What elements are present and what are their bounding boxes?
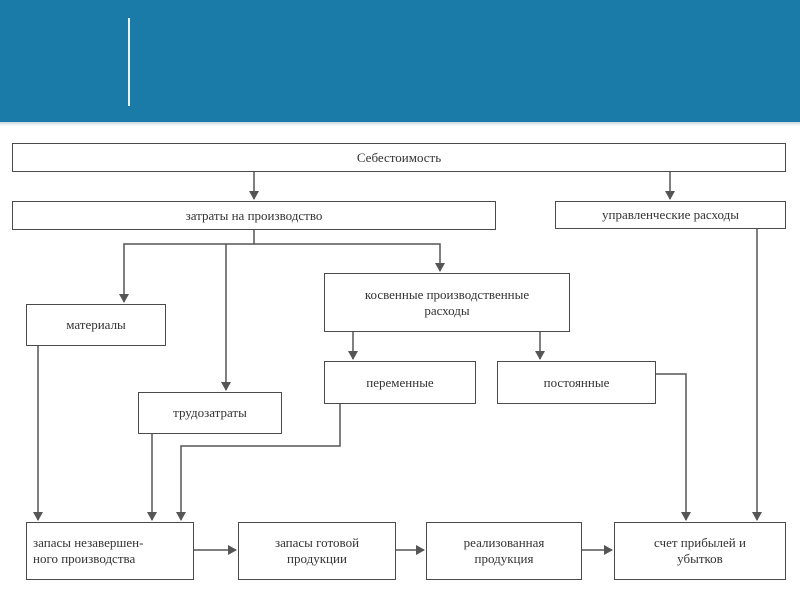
node-wip: запасы незавершен- ного производства	[26, 522, 194, 580]
node-labor-label: трудозатраты	[173, 405, 247, 420]
node-admin-expenses: управленческие расходы	[555, 201, 786, 229]
node-profit-loss: счет прибылей и убытков	[614, 522, 786, 580]
slide-header	[0, 0, 800, 122]
node-cost-label: Себестоимость	[356, 149, 442, 165]
node-finished-goods-label: запасы готовой продукции	[274, 535, 360, 566]
node-variable: переменные	[324, 361, 476, 404]
node-indirect-costs-label: косвенные производственные расходы	[364, 286, 530, 318]
node-variable-label: переменные	[366, 374, 434, 390]
node-sold-goods-label: реализованная продукция	[463, 535, 545, 566]
node-labor: трудозатраты	[138, 392, 282, 434]
node-sold-goods: реализованная продукция	[426, 522, 582, 580]
node-materials-label: материалы	[66, 317, 126, 332]
node-indirect-costs: косвенные производственные расходы	[324, 273, 570, 332]
edge-fixed-to-pl	[656, 373, 691, 521]
node-cost: Себестоимость	[12, 143, 786, 172]
node-finished-goods: запасы готовой продукции	[238, 522, 396, 580]
node-profit-loss-label: счет прибылей и убытков	[654, 535, 746, 566]
node-production-costs: затраты на производство	[12, 201, 496, 230]
node-fixed: постоянные	[497, 361, 656, 404]
edge-production-to-materials	[119, 230, 255, 303]
node-wip-label: запасы незавершен- ного производства	[33, 535, 144, 566]
edge-variable-to-wip	[176, 404, 341, 521]
header-shadow	[0, 122, 800, 126]
node-admin-expenses-label: управленческие расходы	[602, 207, 739, 222]
node-fixed-label: постоянные	[543, 374, 610, 390]
node-materials: материалы	[26, 304, 166, 346]
header-divider	[128, 18, 130, 106]
node-production-costs-label: затраты на производство	[185, 207, 323, 223]
edge-production-to-indirect	[254, 243, 445, 272]
